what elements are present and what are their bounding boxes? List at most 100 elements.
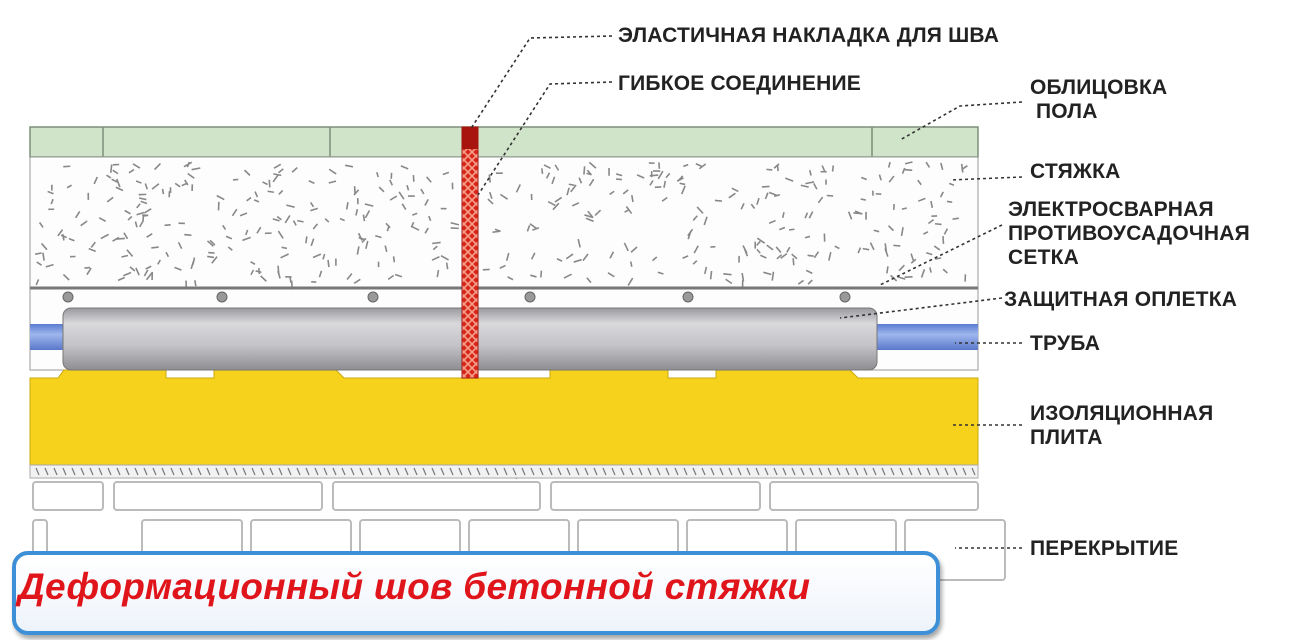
screed-fleck bbox=[40, 242, 48, 251]
gravel-mark bbox=[530, 467, 535, 476]
screed-fleck bbox=[627, 277, 634, 286]
screed-fleck bbox=[190, 261, 195, 270]
screed-fleck bbox=[146, 232, 153, 238]
gravel-mark bbox=[377, 467, 382, 476]
screed-fleck bbox=[499, 264, 506, 269]
label-mesh: ЭЛЕКТРОСВАРНАЯ ПРОТИВОУСАДОЧНАЯ СЕТКА bbox=[1008, 198, 1250, 270]
gravel-mark bbox=[44, 467, 49, 476]
screed-fleck bbox=[607, 272, 615, 278]
screed-fleck bbox=[930, 200, 934, 208]
screed-fleck bbox=[34, 252, 42, 255]
screed-fleck bbox=[86, 267, 92, 276]
screed-fleck bbox=[376, 171, 379, 178]
gravel-mark bbox=[116, 467, 121, 476]
screed-fleck bbox=[821, 165, 826, 173]
screed-fleck bbox=[47, 190, 54, 195]
screed-fleck bbox=[540, 270, 543, 278]
floor-covering-layer bbox=[29, 126, 979, 158]
screed-fleck bbox=[766, 244, 774, 251]
screed-fleck bbox=[277, 230, 284, 239]
screed-fleck bbox=[813, 251, 820, 259]
screed-fleck bbox=[151, 246, 159, 249]
gravel-mark bbox=[314, 467, 319, 476]
screed-fleck bbox=[939, 191, 944, 198]
screed-fleck bbox=[657, 170, 664, 180]
screed-fleck bbox=[887, 225, 895, 232]
screed-fleck bbox=[378, 186, 385, 193]
gravel-mark bbox=[242, 467, 247, 476]
gravel-mark bbox=[557, 467, 562, 476]
screed-fleck bbox=[834, 245, 840, 250]
screed-fleck bbox=[609, 251, 615, 259]
screed-fleck bbox=[289, 277, 292, 284]
gravel-mark bbox=[224, 467, 229, 476]
screed-fleck bbox=[948, 182, 955, 186]
screed-fleck bbox=[920, 269, 926, 278]
gravel-mark bbox=[305, 467, 310, 476]
gravel-mark bbox=[278, 467, 283, 476]
gravel-mark bbox=[161, 467, 166, 476]
screed-fleck bbox=[585, 217, 594, 223]
screed-fleck bbox=[431, 255, 440, 261]
screed-fleck bbox=[151, 183, 160, 190]
screed-fleck bbox=[106, 174, 112, 179]
gravel-mark bbox=[710, 467, 715, 476]
screed-fleck bbox=[704, 266, 708, 275]
screed-fleck bbox=[375, 234, 382, 239]
gravel-mark bbox=[143, 467, 148, 476]
screed-fleck bbox=[309, 201, 315, 208]
screed-fleck bbox=[901, 167, 906, 174]
gravel-mark bbox=[152, 467, 157, 476]
screed-fleck bbox=[362, 214, 366, 222]
screed-fleck bbox=[206, 240, 214, 247]
brick bbox=[32, 481, 104, 511]
screed-fleck bbox=[436, 270, 440, 278]
screed-fleck bbox=[768, 219, 776, 224]
screed-fleck bbox=[805, 181, 815, 185]
gravel-mark bbox=[215, 467, 220, 476]
screed-fleck bbox=[565, 253, 574, 260]
screed-fleck bbox=[665, 172, 671, 179]
screed-fleck bbox=[364, 210, 371, 219]
screed-fleck bbox=[731, 187, 739, 193]
gravel-mark bbox=[872, 467, 877, 476]
gravel-mark bbox=[260, 467, 265, 476]
gravel-mark bbox=[827, 467, 832, 476]
gravel-mark bbox=[296, 467, 301, 476]
screed-fleck bbox=[786, 246, 791, 253]
label-screed: СТЯЖКА bbox=[1030, 160, 1121, 183]
screed-fleck bbox=[515, 184, 522, 193]
screed-fleck bbox=[741, 272, 745, 282]
screed-fleck bbox=[345, 202, 349, 210]
screed-fleck bbox=[38, 222, 44, 228]
screed-fleck bbox=[346, 273, 353, 281]
gravel-mark bbox=[926, 467, 931, 476]
screed-fleck bbox=[292, 220, 297, 226]
screed-fleck bbox=[123, 271, 132, 277]
screed-fleck bbox=[389, 195, 398, 201]
screed-fleck bbox=[910, 258, 917, 264]
reinforcement-mesh bbox=[30, 286, 978, 303]
screed-fleck bbox=[187, 172, 195, 179]
screed-fleck bbox=[583, 166, 586, 175]
screed-fleck bbox=[743, 248, 749, 257]
screed-fleck bbox=[90, 241, 96, 248]
label-floor-covering: ОБЛИЦОВКА ПОЛА bbox=[1030, 76, 1167, 124]
screed-fleck bbox=[88, 247, 97, 253]
screed-fleck bbox=[588, 161, 597, 169]
screed-fleck bbox=[584, 214, 594, 219]
gravel-mark bbox=[512, 467, 517, 476]
screed-fleck bbox=[115, 186, 124, 192]
screed-fleck bbox=[696, 206, 704, 214]
screed-fleck bbox=[698, 163, 707, 170]
screed-fleck bbox=[917, 179, 922, 186]
screed-fleck bbox=[277, 270, 281, 279]
screed-fleck bbox=[831, 165, 835, 172]
gravel-mark bbox=[584, 467, 589, 476]
gravel-mark bbox=[755, 467, 760, 476]
screed-fleck bbox=[808, 211, 814, 219]
screed-fleck bbox=[386, 225, 390, 232]
screed-fleck bbox=[273, 163, 282, 169]
gravel-mark bbox=[458, 467, 463, 476]
gravel-mark bbox=[332, 467, 337, 476]
